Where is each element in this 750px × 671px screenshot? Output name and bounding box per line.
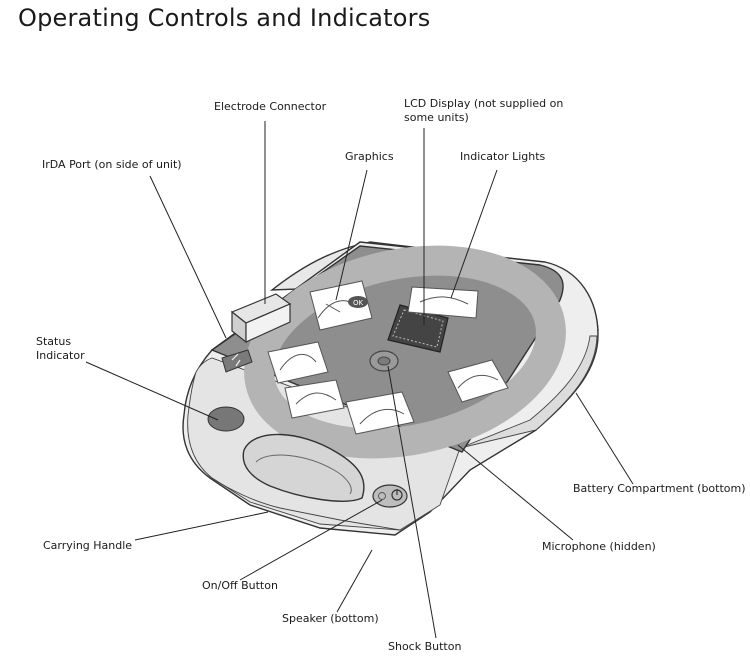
device-front-edge	[211, 477, 401, 531]
label-microphone: Microphone (hidden)	[542, 540, 656, 553]
graphic-tile-ok: OK	[309, 280, 373, 331]
aed-device: OK	[182, 241, 599, 536]
label-status-indicator-2: Indicator	[36, 349, 85, 362]
leader-status-indicator	[85, 361, 219, 421]
leader-shock-button	[387, 365, 437, 639]
leader-microphone	[457, 444, 574, 541]
label-indicator-lights: Indicator Lights	[460, 150, 546, 163]
leader-on-off-button	[239, 499, 383, 581]
label-speaker: Speaker (bottom)	[282, 612, 379, 625]
leader-irda-port	[149, 175, 227, 339]
label-status-indicator: Status	[36, 335, 71, 348]
graphic-tile-attach-pads	[267, 341, 329, 384]
label-lcd-display: LCD Display (not supplied on	[404, 97, 563, 110]
status-indicator	[221, 349, 253, 373]
label-irda-port: IrDA Port (on side of unit)	[42, 158, 182, 171]
label-electrode-connector: Electrode Connector	[214, 100, 327, 113]
carrying-handle[interactable]	[242, 433, 365, 502]
leader-lines	[85, 121, 634, 639]
graphic-tile-cpr	[447, 359, 509, 403]
leader-graphics	[335, 169, 368, 301]
label-shock-button: Shock Button	[388, 640, 461, 653]
label-graphics: Graphics	[345, 150, 394, 163]
leader-indicator-lights	[450, 169, 498, 299]
device-right-face	[459, 335, 598, 449]
shock-button[interactable]	[369, 350, 399, 372]
leader-battery-compartment	[575, 392, 634, 485]
leader-carrying-handle	[134, 511, 269, 541]
electrode-connector	[230, 293, 292, 344]
on-off-button[interactable]	[372, 484, 408, 508]
graphic-tile-analyze	[284, 379, 345, 419]
label-battery-compartment: Battery Compartment (bottom)	[573, 482, 746, 495]
label-lcd-display-2: some units)	[404, 111, 469, 124]
label-carrying-handle: Carrying Handle	[43, 539, 132, 552]
svg-text:OK: OK	[353, 299, 364, 307]
speaker-grille	[207, 406, 245, 432]
panel-ring	[244, 245, 566, 459]
leader-speaker	[336, 549, 373, 613]
page-title: Operating Controls and Indicators	[18, 4, 431, 32]
ok-badge	[348, 296, 368, 308]
graphic-tile-indicator	[407, 286, 479, 319]
label-on-off-button: On/Off Button	[202, 579, 278, 592]
callout-labels: Electrode Connector LCD Display (not sup…	[36, 97, 746, 653]
graphic-tile-shock	[345, 391, 415, 435]
